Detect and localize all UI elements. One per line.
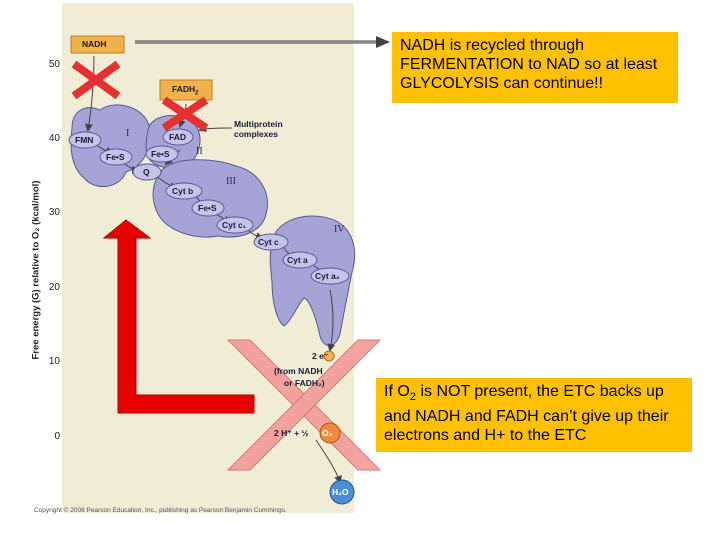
cyta3-label: Cyt a₃ [315,271,340,281]
y-axis-label-wrap: Free energy (G) relative to O₂ (kcal/mol… [24,150,48,390]
fes3-oval [191,199,225,217]
no-oxygen-callout: If O2 is NOT present, the ETC backs up a… [376,378,692,452]
fmn-label: FMN [75,135,94,145]
fes2-oval [145,145,179,163]
from-nadh-label: (from NADH [274,366,323,376]
cytc1-label: Cyt c₁ [222,220,247,230]
q-oval [132,163,162,181]
red-x-fadh2 [161,96,209,132]
two-electrons-label: 2 e⁻ [312,351,329,361]
cytb-label: Cyt b [172,186,194,196]
complex-numeral-II: II [196,146,203,157]
y-tick-0: 0 [54,431,60,442]
y-tick-30: 30 [48,207,60,218]
cytc-label: Cyt c [258,237,279,247]
copyright-text: Copyright © 2008 Pearson Education, Inc.… [34,507,287,514]
fes3-label: Fe•S [198,203,217,213]
complex-numeral-I: I [126,128,130,139]
fadh2-box [159,79,213,101]
o2-circle [319,422,341,444]
red-return-arrow [102,219,255,414]
fes1-label: Fe•S [106,152,125,162]
cytc-oval [253,233,289,251]
big-pink-x [226,339,382,471]
complex-IV [269,215,356,346]
or-fadh2-label: or FADH₂) [284,378,325,388]
nadh-label: NADH [82,39,107,49]
nadh-fermentation-callout: NADH is recycled through FERMENTATION to… [392,32,678,103]
h2o-circle [329,479,355,505]
nadh-box [70,35,125,54]
fmn-oval [68,131,102,149]
two-h-label: 2 H⁺ + ½ [274,428,309,438]
y-tick-40: 40 [48,133,60,144]
fad-oval [162,128,194,146]
h2o-label: H₂O [332,487,349,497]
fad-label: FAD [169,132,186,142]
y-tick-20: 20 [48,282,60,293]
cytb-oval [165,182,203,200]
multiprotein-label: Multiprotein complexes [234,119,283,139]
fes2-label: Fe•S [151,149,170,159]
q-label: Q [143,167,150,177]
fes1-oval [99,148,133,166]
o2-label: O₂ [322,428,333,438]
y-tick-50: 50 [48,59,60,70]
y-tick-10: 10 [48,356,60,367]
cyta-oval [282,251,318,269]
complex-numeral-III: III [226,176,236,187]
cyta-label: Cyt a [287,255,308,265]
e-circle [323,350,335,362]
complex-numeral-IV: IV [334,224,345,235]
red-x-nadh [71,60,121,100]
cytc1-oval [216,216,254,234]
fadh2-label: FADH2 [172,84,199,97]
callout-arrow [135,36,390,48]
cyta3-oval [310,267,350,285]
